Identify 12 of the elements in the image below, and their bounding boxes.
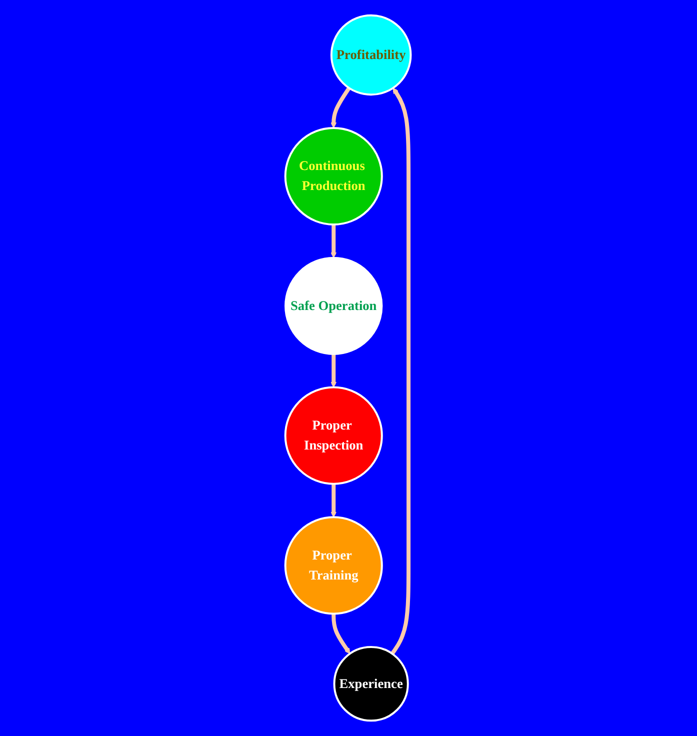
arrow: [391, 88, 411, 655]
arrow: [331, 354, 337, 388]
arrow: [331, 484, 337, 518]
node-circle: Profitability: [330, 14, 412, 96]
arrow: [332, 614, 351, 654]
node-circle: Proper Inspection: [284, 386, 384, 485]
arrow: [331, 86, 352, 128]
node-circle: Proper Training: [284, 516, 384, 615]
node-circle: Safe Operation: [284, 256, 384, 355]
node-circle: Continuous Production: [284, 126, 384, 226]
node-circle: Experience: [334, 646, 410, 722]
arrow: [331, 224, 337, 258]
